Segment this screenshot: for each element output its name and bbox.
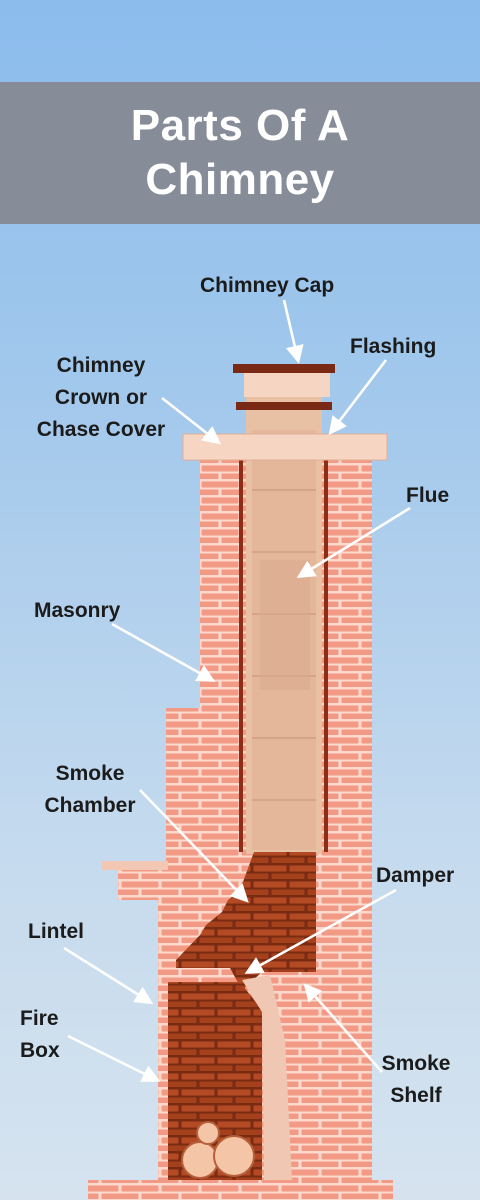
label-crown-line-2: Crown or <box>54 386 148 409</box>
label-smoke-shelf-line-1: Smoke <box>381 1052 451 1075</box>
label-smoke-shelf-line-2: Shelf <box>390 1084 442 1107</box>
label-chimney-crown: Chimney Crown or Chase Cover <box>16 350 186 446</box>
title-banner: Parts Of A Chimney <box>0 82 480 224</box>
title-line-2: Chimney <box>145 155 335 204</box>
title-line-1: Parts Of A <box>130 101 350 150</box>
label-damper-text: Damper <box>376 864 455 887</box>
label-masonry: Masonry <box>34 595 120 627</box>
pointer-arrows <box>63 299 411 1082</box>
label-lintel: Lintel <box>28 916 84 948</box>
label-flashing-text: Flashing <box>350 335 437 358</box>
label-fire-box: Fire Box <box>20 1003 60 1067</box>
label-fire-box-line-1: Fire <box>20 1007 59 1030</box>
fire-box <box>168 982 262 1180</box>
label-flue: Flue <box>406 480 449 512</box>
label-flue-text: Flue <box>406 484 450 507</box>
label-crown-line-3: Chase Cover <box>36 418 166 441</box>
label-chimney-cap: Chimney Cap <box>200 270 334 302</box>
label-masonry-text: Masonry <box>34 599 121 622</box>
smoke-chamber <box>176 852 316 990</box>
smoke-shelf-area <box>242 975 292 1180</box>
label-fire-box-line-2: Box <box>20 1039 60 1062</box>
label-smoke-chamber-line-1: Smoke <box>55 762 125 785</box>
label-chimney-cap-text: Chimney Cap <box>200 274 335 297</box>
chimney-base <box>88 1180 393 1200</box>
label-smoke-chamber-line-2: Chamber <box>44 794 136 817</box>
label-lintel-text: Lintel <box>28 920 84 943</box>
mantel-shelf <box>102 861 168 870</box>
label-flashing: Flashing <box>350 331 436 363</box>
label-smoke-chamber: Smoke Chamber <box>30 758 150 822</box>
fire-logs <box>181 1121 255 1179</box>
chimney-cap <box>233 364 335 373</box>
flashing-band <box>236 402 332 410</box>
label-smoke-shelf: Smoke Shelf <box>376 1048 456 1112</box>
label-damper: Damper <box>376 860 454 892</box>
label-crown-line-1: Chimney <box>56 354 146 377</box>
